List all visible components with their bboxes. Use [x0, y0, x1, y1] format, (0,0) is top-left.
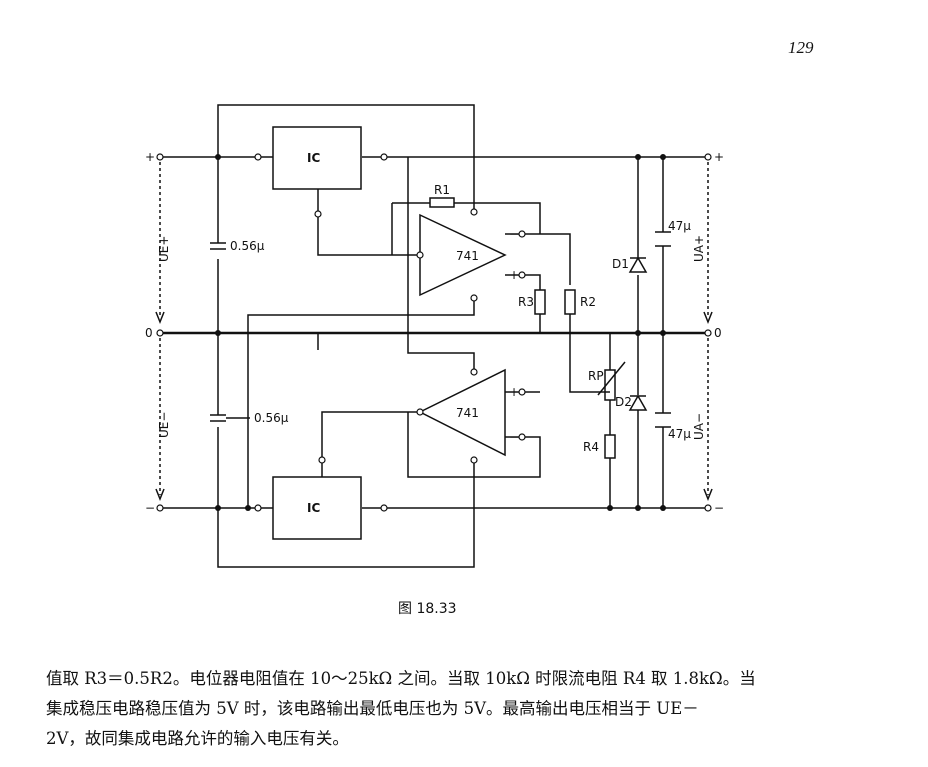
rp-label: RP — [588, 369, 604, 383]
ue-minus-label: UE− — [157, 412, 171, 438]
text-line-3: 2V，故同集成电路允许的输入电压有关。 — [46, 729, 349, 748]
r1-label: R1 — [434, 183, 450, 197]
r4-label: R4 — [583, 440, 599, 454]
r4-box — [604, 434, 616, 459]
c-out-top — [655, 231, 671, 247]
opamp-top-minus: − — [509, 227, 519, 241]
figure-caption: 图 18.33 — [398, 601, 457, 617]
terminal-minus-right: − — [714, 501, 724, 515]
terminal-zero-left: 0 — [145, 326, 153, 340]
d1-symbol — [628, 256, 648, 273]
ic-top-label: IC — [307, 151, 320, 165]
c-top — [210, 242, 226, 250]
terminal-zero-right: 0 — [714, 326, 722, 340]
c-bottom-label: 0.56μ — [254, 411, 289, 425]
opamp-top-plus: + — [509, 268, 519, 282]
r1-box — [429, 197, 455, 208]
text-line-2: 集成稳压电路稳压值为 5V 时，该电路输出最低电压也为 5V。最高输出电压相当于… — [46, 699, 699, 718]
ua-minus-label: UA− — [692, 413, 706, 440]
ic-top-box — [272, 126, 362, 190]
r2-label: R2 — [580, 295, 596, 309]
r2-box — [564, 289, 576, 315]
d2-label: D2 — [615, 395, 632, 409]
c-out-bottom — [655, 412, 671, 428]
terminal-plus-left: + — [145, 150, 155, 164]
c-bottom — [210, 414, 226, 422]
r3-label: R3 — [518, 295, 534, 309]
body-text: 值取 R3＝0.5R2。电位器电阻值在 10～25kΩ 之间。当取 10kΩ 时… — [46, 664, 896, 754]
ua-plus-label: UA+ — [692, 235, 706, 262]
d2-symbol — [628, 394, 648, 411]
terminal-minus-left: − — [145, 501, 155, 515]
opamp-bottom-label: 741 — [456, 406, 479, 420]
c-top-label: 0.56μ — [230, 239, 265, 253]
opamp-bottom-minus: − — [509, 430, 519, 444]
terminal-plus-right: + — [714, 150, 724, 164]
opamp-bottom-plus: + — [509, 385, 519, 399]
ic-bottom-label: IC — [307, 501, 320, 515]
c-out-top-label: 47μ — [668, 219, 691, 233]
page-number: 129 — [788, 38, 814, 57]
d1-label: D1 — [612, 257, 629, 271]
c-out-bottom-label: 47μ — [668, 427, 691, 441]
opamp-top-label: 741 — [456, 249, 479, 263]
text-line-1: 值取 R3＝0.5R2。电位器电阻值在 10～25kΩ 之间。当取 10kΩ 时… — [46, 669, 756, 688]
r3-box — [534, 289, 546, 315]
circuit-diagram: + 0 − + 0 − UE+ UE− UA+ UA− IC IC 741 74… — [145, 104, 724, 568]
opamp-bottom-shape — [418, 368, 506, 457]
ue-plus-label: UE+ — [157, 236, 171, 262]
